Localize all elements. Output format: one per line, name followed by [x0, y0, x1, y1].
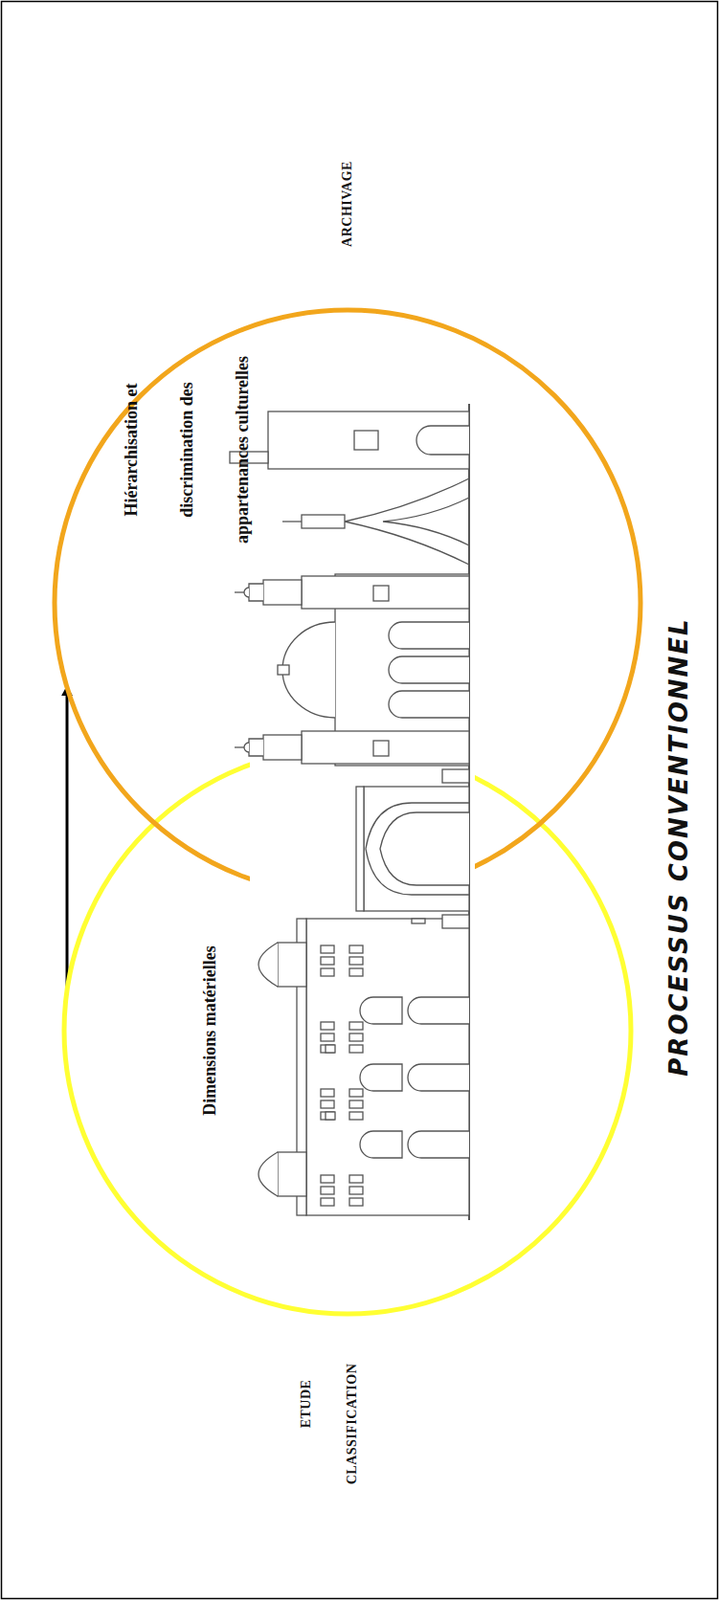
stage-label: ETUDE [298, 1380, 315, 1430]
stage-label: CLASSIFICATION [344, 1364, 360, 1486]
circle-node: Dimensions matérielles [61, 744, 634, 1318]
node-text: Dimensions matérielles [200, 945, 221, 1116]
circle-stroke [54, 310, 641, 897]
node-text: Hiérarchisation et discrimination des ap… [103, 335, 270, 565]
caption-text: PROCESSUS CONVENTIONNEL [664, 617, 694, 1077]
stage-label: ARCHIVAGE [339, 160, 356, 248]
circle-outline [61, 744, 634, 1318]
flow-arrow [66, 687, 69, 991]
circle-node: Hiérarchisation et discrimination des ap… [51, 307, 644, 899]
circle-stroke [64, 747, 631, 1315]
building-illustration [229, 404, 470, 1221]
